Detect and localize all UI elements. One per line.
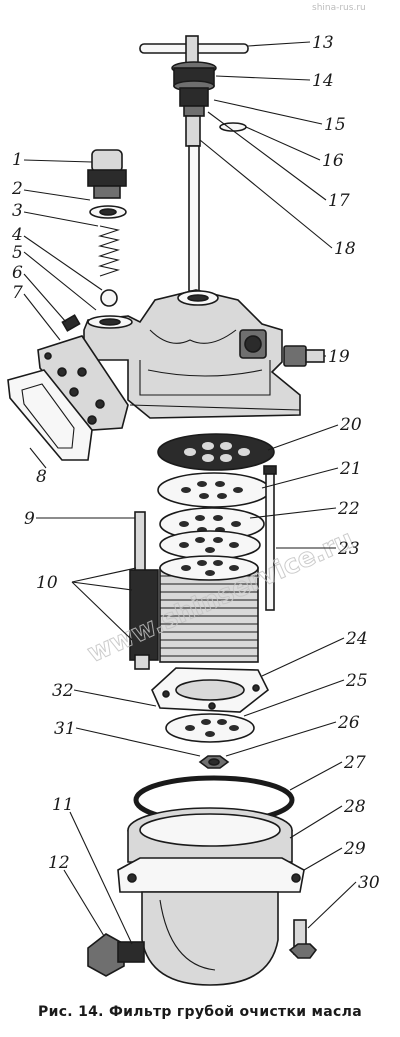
callout-14: 14 bbox=[312, 71, 334, 91]
drain-plug-19 bbox=[283, 345, 325, 367]
callout-12: 12 bbox=[48, 853, 70, 873]
corner-mark: shina-rus.ru bbox=[312, 3, 366, 13]
shaft bbox=[185, 115, 201, 292]
callout-13: 13 bbox=[312, 33, 334, 53]
callout-17: 17 bbox=[328, 191, 350, 211]
callout-21: 21 bbox=[339, 459, 362, 479]
callout-25: 25 bbox=[345, 671, 368, 691]
callout-22: 22 bbox=[337, 499, 360, 519]
filter-plate-lower bbox=[159, 530, 261, 560]
callout-32: 32 bbox=[52, 681, 74, 701]
callout-7: 7 bbox=[12, 283, 23, 303]
gasket-8 bbox=[7, 369, 93, 461]
callout-31: 31 bbox=[54, 719, 76, 739]
callout-20: 20 bbox=[339, 415, 362, 435]
leader-lines bbox=[23, 41, 357, 945]
filter-housing bbox=[83, 289, 301, 419]
callout-15: 15 bbox=[324, 115, 346, 135]
tie-rod-23 bbox=[263, 465, 277, 611]
callout-1: 1 bbox=[12, 150, 23, 170]
callout-11: 11 bbox=[52, 795, 74, 815]
callout-6: 6 bbox=[12, 263, 23, 283]
end-plate bbox=[151, 667, 270, 713]
callout-24: 24 bbox=[345, 629, 368, 649]
filter-element-stack bbox=[129, 511, 259, 670]
callout-3: 3 bbox=[12, 201, 23, 221]
callout-26: 26 bbox=[337, 713, 360, 733]
filter-plate-21 bbox=[157, 472, 271, 508]
bolt-30 bbox=[288, 919, 318, 959]
callout-16: 16 bbox=[322, 151, 344, 171]
callout-9: 9 bbox=[24, 509, 35, 529]
callout-27: 27 bbox=[343, 753, 366, 773]
callout-2: 2 bbox=[11, 179, 23, 199]
callout-4: 4 bbox=[11, 225, 23, 245]
callout-labels: 1 2 3 4 5 6 7 8 9 10 11 12 13 14 15 16 1… bbox=[11, 33, 380, 893]
bypass-valve-parts bbox=[87, 149, 127, 307]
callout-23: 23 bbox=[337, 539, 360, 559]
side-flange bbox=[37, 335, 129, 431]
callout-18: 18 bbox=[334, 239, 356, 259]
center-nut-26 bbox=[198, 755, 230, 769]
drain-plug-12 bbox=[87, 933, 145, 977]
screw-6 bbox=[61, 314, 81, 332]
callout-19: 19 bbox=[328, 347, 350, 367]
callout-8: 8 bbox=[36, 467, 47, 487]
callout-29: 29 bbox=[343, 839, 366, 859]
callout-10: 10 bbox=[36, 573, 58, 593]
callout-5: 5 bbox=[12, 243, 23, 263]
valve-plate bbox=[165, 713, 255, 743]
handle-nut bbox=[171, 61, 217, 117]
t-handle bbox=[139, 35, 249, 67]
filter-plate-20 bbox=[157, 433, 275, 471]
filter-bowl bbox=[117, 807, 305, 986]
callout-28: 28 bbox=[343, 797, 366, 817]
callout-30: 30 bbox=[358, 873, 380, 893]
figure-caption: Рис. 14. Фильтр грубой очистки масла bbox=[38, 1004, 362, 1020]
